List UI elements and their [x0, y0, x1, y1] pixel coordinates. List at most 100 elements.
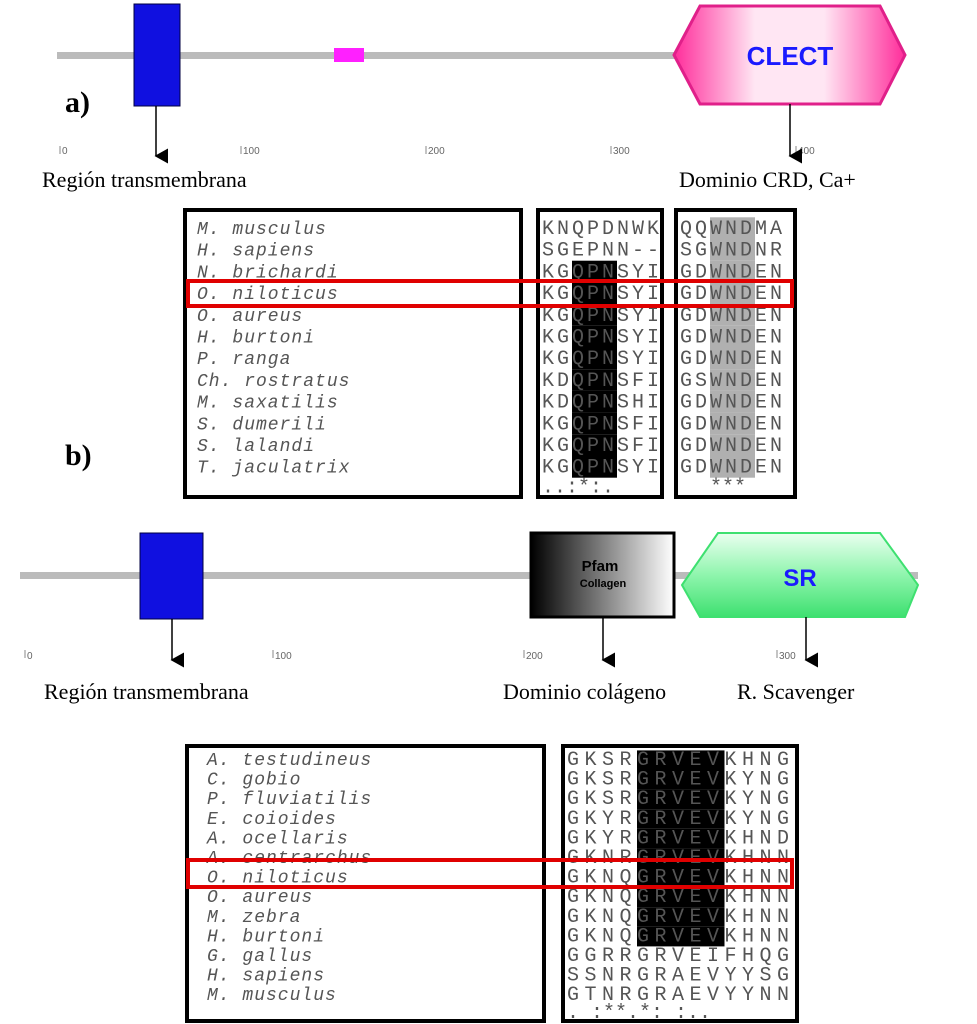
residue: N [602, 906, 614, 929]
residue: G [637, 749, 649, 772]
residue: D [740, 457, 752, 480]
residue: K [725, 886, 737, 909]
residue: Y [742, 965, 754, 988]
residue: G [680, 283, 692, 306]
residue: Q [620, 925, 632, 948]
transmembrane-domain [133, 3, 181, 107]
residue: N [760, 925, 772, 948]
residue: V [707, 867, 719, 890]
residue: R [620, 827, 632, 850]
residue: Y [632, 305, 644, 328]
conservation-highlight [710, 434, 755, 456]
residue: N [770, 435, 782, 458]
residue: G [567, 945, 579, 968]
consensus-line: . :**.*: :.. [567, 1002, 711, 1024]
residue: E [755, 305, 767, 328]
residue: K [542, 413, 554, 436]
residue: R [655, 906, 667, 929]
residue: H [742, 827, 754, 850]
residue: D [695, 305, 707, 328]
residue: Y [725, 965, 737, 988]
residue: Q [680, 218, 692, 241]
residue: I [647, 327, 659, 350]
residue: N [760, 886, 772, 909]
residue: G [637, 827, 649, 850]
residue: K [542, 283, 554, 306]
residue: S [680, 240, 692, 263]
residue: D [557, 392, 569, 415]
residue: S [585, 965, 597, 988]
residue: N [602, 457, 614, 480]
residue: S [760, 965, 772, 988]
species-box [183, 208, 523, 499]
residue: G [557, 348, 569, 371]
residue: G [680, 457, 692, 480]
residue: K [585, 788, 597, 811]
residue: S [567, 965, 579, 988]
residue: H [742, 925, 754, 948]
residue: G [680, 413, 692, 436]
residue: G [557, 413, 569, 436]
residue: N [602, 327, 614, 350]
residue: K [542, 327, 554, 350]
residue: G [585, 945, 597, 968]
species-name: P. ranga [197, 350, 291, 370]
species-name: O. niloticus [197, 285, 339, 305]
protein-backbone [57, 52, 682, 59]
residue: G [557, 435, 569, 458]
residue: Q [760, 945, 772, 968]
residue: M [755, 218, 767, 241]
residue: K [585, 749, 597, 772]
residue: D [695, 435, 707, 458]
residue: S [617, 283, 629, 306]
residue: V [707, 984, 719, 1007]
residue: K [542, 261, 554, 284]
residue: N [777, 906, 789, 929]
residue: N [777, 886, 789, 909]
conservation-highlight [710, 369, 755, 391]
residue: Y [632, 327, 644, 350]
residue: N [725, 435, 737, 458]
residue: K [542, 435, 554, 458]
residue: N [617, 240, 629, 263]
residue: N [602, 965, 614, 988]
residue: R [620, 769, 632, 792]
residue: Y [632, 261, 644, 284]
residue: V [672, 906, 684, 929]
residue: E [572, 240, 584, 263]
residue: G [695, 240, 707, 263]
residue: E [755, 457, 767, 480]
residue: S [695, 370, 707, 393]
residue: P [587, 435, 599, 458]
conservation-highlight [637, 887, 725, 908]
conservation-highlight [710, 282, 755, 305]
residue: H [742, 945, 754, 968]
highlight-box-o-niloticus [186, 279, 794, 308]
residue: G [680, 392, 692, 415]
residue: G [637, 906, 649, 929]
residue: P [587, 392, 599, 415]
residue: - [647, 240, 659, 263]
residue: S [617, 305, 629, 328]
residue: D [740, 392, 752, 415]
residue: I [647, 348, 659, 371]
species-name: S. lalandi [197, 437, 315, 457]
residue: V [707, 788, 719, 811]
species-name: H. burtoni [207, 927, 325, 947]
residue: A [672, 984, 684, 1007]
residue: E [755, 370, 767, 393]
residue: Q [572, 435, 584, 458]
residue: N [725, 413, 737, 436]
residue: R [620, 965, 632, 988]
conservation-highlight [637, 907, 725, 927]
residue: Q [572, 305, 584, 328]
residue: E [690, 788, 702, 811]
residue: Q [572, 457, 584, 480]
residue: D [740, 327, 752, 350]
species-name: N. brichardi [197, 263, 339, 283]
residue: D [740, 261, 752, 284]
